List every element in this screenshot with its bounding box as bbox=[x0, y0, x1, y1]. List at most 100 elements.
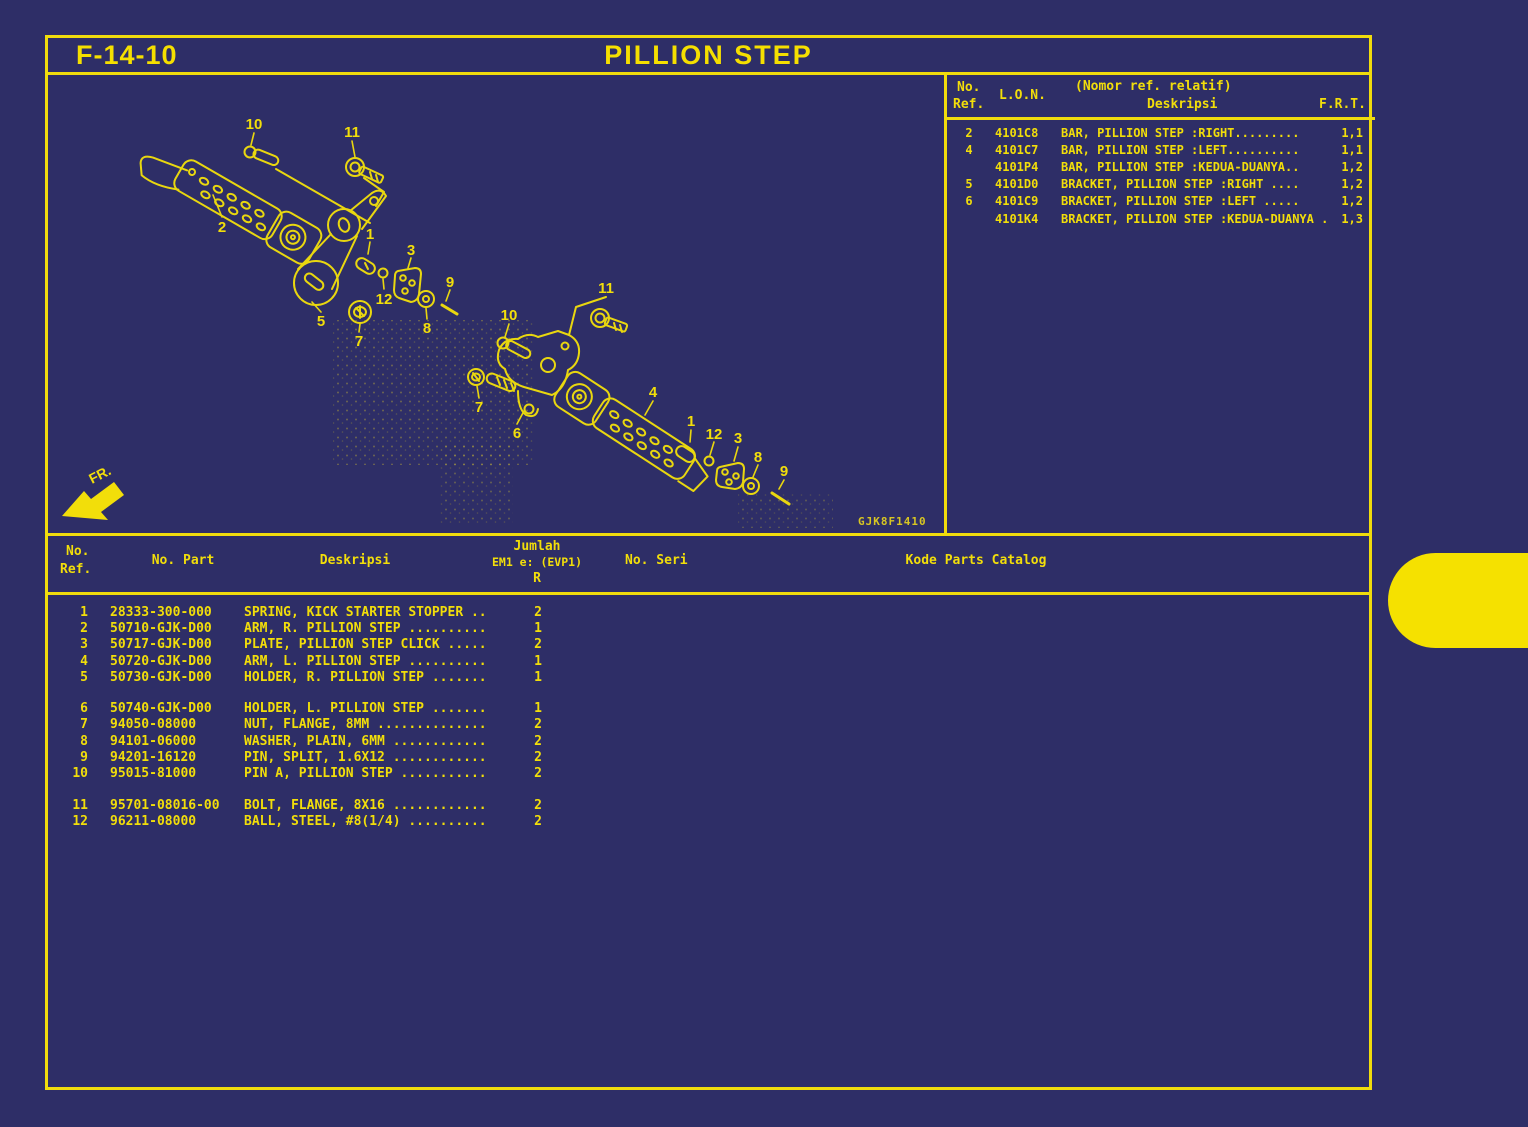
parts-header-deskripsi: Deskripsi bbox=[319, 553, 391, 568]
fr-label: FR. bbox=[86, 462, 113, 486]
callout-11: 11 bbox=[598, 280, 614, 297]
cell-frt: 1,1 bbox=[1341, 142, 1363, 157]
cell-ref: 2 bbox=[965, 125, 973, 140]
callout-7: 7 bbox=[355, 333, 363, 350]
cell-lon: 4101D0 bbox=[995, 177, 1039, 192]
flange-bolt-part11 bbox=[345, 157, 385, 184]
cell-ref: 4 bbox=[80, 653, 88, 669]
pin-a-part10 bbox=[496, 336, 532, 360]
callout-leaders bbox=[212, 132, 785, 490]
flange-nut-part7 bbox=[467, 368, 485, 386]
parts-table-row: 8 94101-06000 WASHER, PLAIN, 6MM .......… bbox=[48, 733, 1369, 749]
parts-header-jumlah-r: R bbox=[533, 571, 541, 586]
cell-qty: 2 bbox=[534, 766, 542, 782]
parts-table-row: 12 96211-08000 BALL, STEEL, #8(1/4) ....… bbox=[48, 813, 1369, 829]
figure-id: GJK8F1410 bbox=[858, 515, 927, 528]
ref-header-note: (Nomor ref. relatif) bbox=[1075, 79, 1232, 94]
cell-desc: SPRING, KICK STARTER STOPPER .. bbox=[244, 604, 487, 620]
callout-12: 12 bbox=[706, 426, 723, 443]
cell-ref: 5 bbox=[80, 669, 88, 685]
reference-table-rows: 2 4101C8 BAR, PILLION STEP :RIGHT.......… bbox=[947, 120, 1375, 227]
cell-ref: 4 bbox=[965, 142, 973, 157]
cell-qty: 1 bbox=[534, 701, 542, 717]
parts-header-ref: Ref. bbox=[60, 562, 92, 577]
parts-table-row: 11 95701-08016-00 BOLT, FLANGE, 8X16 ...… bbox=[48, 797, 1369, 813]
scan-noise bbox=[438, 445, 513, 525]
cell-ref: 12 bbox=[72, 813, 88, 829]
ref-header-ref: Ref. bbox=[953, 97, 985, 112]
cell-desc: PIN A, PILLION STEP ........... bbox=[244, 766, 487, 782]
cell-part: 50730-GJK-D00 bbox=[110, 669, 212, 685]
scan-noise bbox=[738, 493, 833, 528]
scan-noise bbox=[333, 320, 533, 465]
plain-washer-part8 bbox=[742, 477, 760, 495]
cell-desc: BRACKET, PILLION STEP :LEFT ..... bbox=[1061, 194, 1300, 209]
exploded-parts-diagram: 10 11 2 1 3 12 9 5 7 8 11 10 7 6 4 1 12 … bbox=[62, 116, 833, 528]
cell-lon: 4101K4 bbox=[995, 211, 1039, 226]
cell-ref: 1 bbox=[80, 604, 88, 620]
page-title: PILLION STEP bbox=[604, 40, 813, 70]
parts-header-kode: Kode Parts Catalog bbox=[905, 553, 1047, 568]
callout-12: 12 bbox=[376, 291, 393, 308]
cell-part: 28333-300-000 bbox=[110, 604, 212, 620]
parts-table-row: 9 94201-16120 PIN, SPLIT, 1.6X12 .......… bbox=[48, 749, 1369, 765]
cell-part: 50717-GJK-D00 bbox=[110, 637, 212, 653]
cell-qty: 2 bbox=[534, 750, 542, 766]
parts-table-row: 10 95015-81000 PIN A, PILLION STEP .....… bbox=[48, 766, 1369, 782]
parts-header-jumlah: Jumlah bbox=[513, 539, 561, 554]
cell-desc: NUT, FLANGE, 8MM .............. bbox=[244, 717, 487, 733]
cell-qty: 2 bbox=[534, 733, 542, 749]
leader-line bbox=[568, 296, 607, 336]
ref-table-row: 6 4101C9 BRACKET, PILLION STEP :LEFT ...… bbox=[947, 193, 1375, 210]
cell-ref: 11 bbox=[72, 797, 88, 813]
cell-lon: 4101C9 bbox=[995, 194, 1039, 209]
cell-qty: 2 bbox=[534, 797, 542, 813]
cell-lon: 4101C8 bbox=[995, 125, 1039, 140]
parts-table-row: 7 94050-08000 NUT, FLANGE, 8MM .........… bbox=[48, 717, 1369, 733]
cell-desc: BRACKET, PILLION STEP :RIGHT .... bbox=[1061, 177, 1300, 192]
bookmark-tab[interactable] bbox=[1388, 553, 1528, 648]
callout-2: 2 bbox=[218, 219, 226, 236]
cell-ref: 8 bbox=[80, 733, 88, 749]
title-bar: F-14-10 PILLION STEP bbox=[48, 38, 1369, 75]
ref-table-row: 4101K4 BRACKET, PILLION STEP :KEDUA-DUAN… bbox=[947, 210, 1375, 227]
cell-part: 50720-GJK-D00 bbox=[110, 653, 212, 669]
pin-a-part10 bbox=[243, 145, 280, 167]
callout-4: 4 bbox=[649, 384, 658, 401]
cell-frt: 1,2 bbox=[1341, 194, 1363, 209]
cell-frt: 1,2 bbox=[1341, 177, 1363, 192]
right-step-bar-part2 bbox=[139, 155, 323, 265]
cell-part: 94050-08000 bbox=[110, 717, 197, 733]
callout-10: 10 bbox=[501, 307, 518, 324]
cell-ref: 3 bbox=[80, 637, 88, 653]
cell-frt: 1,3 bbox=[1341, 211, 1363, 226]
callout-6: 6 bbox=[513, 425, 521, 442]
parts-table-row: 2 50710-GJK-D00 ARM, R. PILLION STEP ...… bbox=[48, 620, 1369, 636]
ref-header-frt: F.R.T. bbox=[1319, 97, 1366, 112]
cell-frt: 1,1 bbox=[1341, 125, 1363, 140]
cell-desc: ARM, L. PILLION STEP .......... bbox=[244, 653, 487, 669]
cell-qty: 2 bbox=[534, 604, 542, 620]
left-step-holder-part6 bbox=[485, 330, 581, 418]
cell-desc: BRACKET, PILLION STEP :KEDUA-DUANYA . bbox=[1061, 211, 1329, 226]
parts-table-header: No. Ref. No. Part Deskripsi Jumlah EM1 e… bbox=[48, 533, 1369, 595]
callout-numbers: 10 11 2 1 3 12 9 5 7 8 11 10 7 6 4 1 12 … bbox=[218, 116, 788, 480]
cell-qty: 2 bbox=[534, 637, 542, 653]
cell-qty: 1 bbox=[534, 669, 542, 685]
cell-ref: 6 bbox=[965, 194, 973, 209]
parts-table-row: 4 50720-GJK-D00 ARM, L. PILLION STEP ...… bbox=[48, 653, 1369, 669]
cell-part: 94101-06000 bbox=[110, 733, 197, 749]
reference-table-panel: No. Ref. L.O.N. (Nomor ref. relatif) Des… bbox=[944, 75, 1375, 533]
click-plate-part3 bbox=[715, 462, 745, 490]
cell-ref: 10 bbox=[72, 766, 88, 782]
cell-ref: 7 bbox=[80, 717, 88, 733]
ref-header-no: No. bbox=[957, 80, 981, 95]
callout-3: 3 bbox=[407, 242, 415, 259]
cell-part: 50740-GJK-D00 bbox=[110, 701, 212, 717]
ref-table-row: 2 4101C8 BAR, PILLION STEP :RIGHT.......… bbox=[947, 124, 1375, 141]
front-direction-arrow: FR. bbox=[62, 462, 124, 520]
cell-qty: 2 bbox=[534, 813, 542, 829]
plain-washer-part8 bbox=[417, 290, 435, 308]
callout-5: 5 bbox=[317, 313, 325, 330]
click-plate-part3 bbox=[393, 267, 422, 303]
